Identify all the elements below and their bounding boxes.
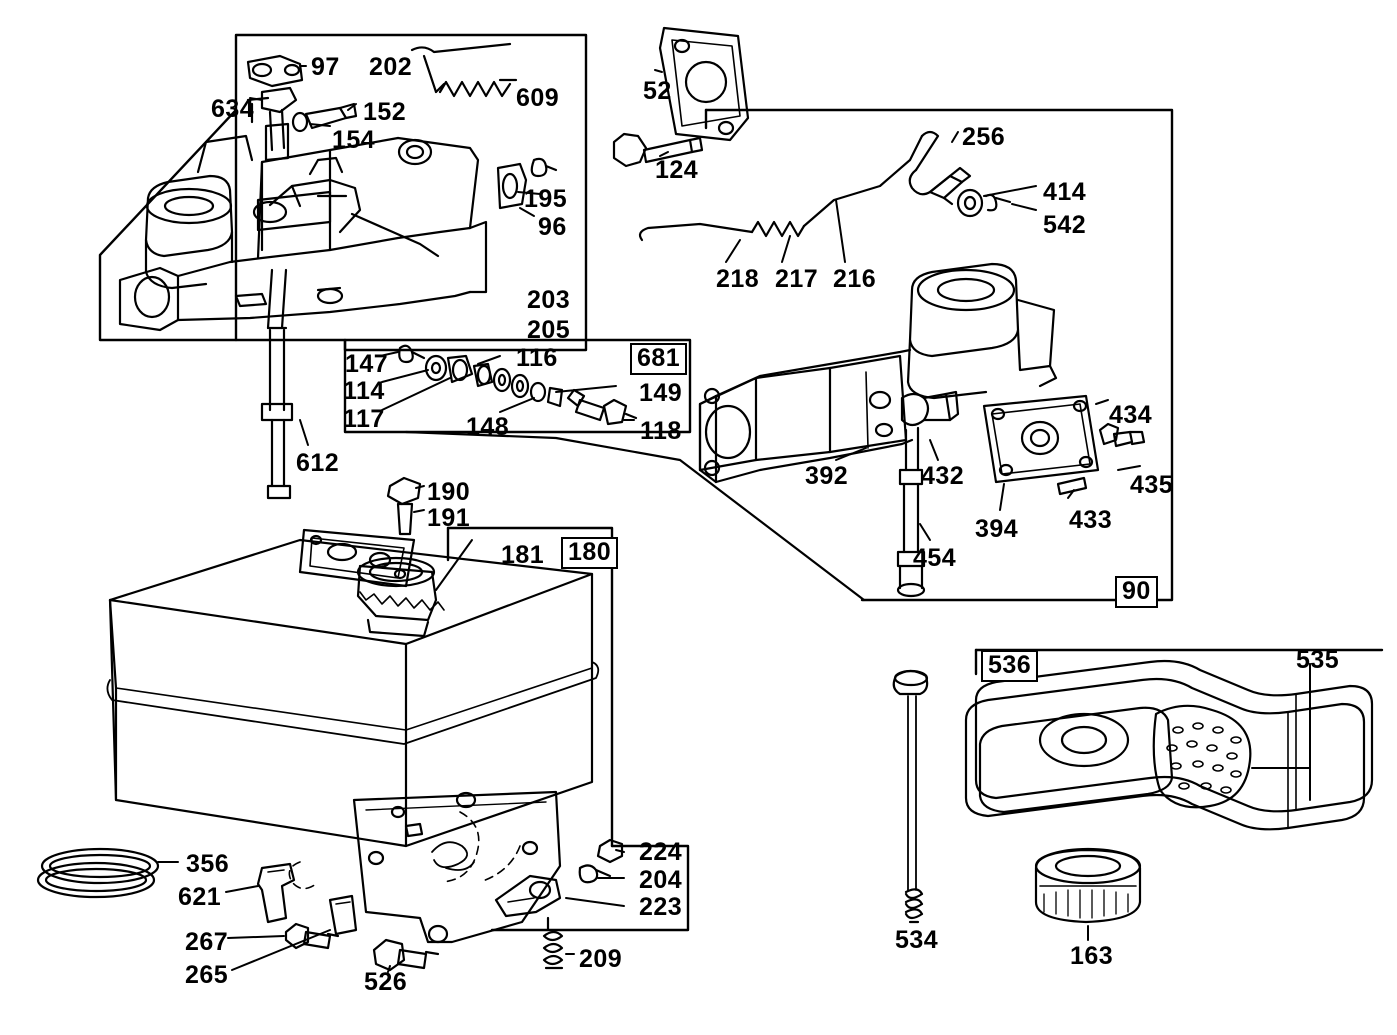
callout-612: 612 bbox=[296, 449, 340, 477]
callout-114: 114 bbox=[343, 377, 385, 405]
callout-204: 204 bbox=[639, 866, 683, 894]
callout-190: 190 bbox=[427, 478, 471, 506]
callout-124: 124 bbox=[655, 156, 699, 184]
callout-163: 163 bbox=[1070, 942, 1114, 970]
callout-217: 217 bbox=[775, 265, 819, 293]
callout-97: 97 bbox=[311, 53, 340, 81]
callout-267: 267 bbox=[185, 928, 229, 956]
callout-205: 205 bbox=[527, 316, 571, 344]
group-box-536: 536 bbox=[981, 650, 1039, 682]
callout-117: 117 bbox=[343, 405, 385, 433]
callout-432: 432 bbox=[921, 462, 965, 490]
callout-526: 526 bbox=[364, 968, 408, 996]
callout-434: 434 bbox=[1109, 401, 1153, 429]
callout-433: 433 bbox=[1069, 506, 1113, 534]
callout-216: 216 bbox=[833, 265, 877, 293]
callout-203: 203 bbox=[527, 286, 571, 314]
callout-195: 195 bbox=[524, 185, 568, 213]
callout-534: 534 bbox=[895, 926, 939, 954]
callout-392: 392 bbox=[805, 462, 849, 490]
callout-634: 634 bbox=[211, 95, 255, 123]
callout-154: 154 bbox=[332, 126, 376, 154]
callout-209: 209 bbox=[579, 945, 623, 973]
callout-152: 152 bbox=[363, 98, 407, 126]
callout-191: 191 bbox=[427, 504, 471, 532]
callout-394: 394 bbox=[975, 515, 1019, 543]
group-box-180: 180 bbox=[561, 537, 619, 569]
callout-96: 96 bbox=[538, 213, 567, 241]
callout-149: 149 bbox=[639, 379, 683, 407]
callout-454: 454 bbox=[913, 544, 957, 572]
callout-148: 148 bbox=[466, 413, 510, 441]
callout-535: 535 bbox=[1296, 646, 1340, 674]
callout-621: 621 bbox=[178, 883, 222, 911]
callout-52: 52 bbox=[643, 77, 672, 105]
callout-224: 224 bbox=[639, 838, 683, 866]
callout-265: 265 bbox=[185, 961, 229, 989]
callout-256: 256 bbox=[962, 123, 1006, 151]
callout-118: 118 bbox=[640, 417, 682, 445]
callout-356: 356 bbox=[186, 850, 230, 878]
callout-542: 542 bbox=[1043, 211, 1087, 239]
callout-609: 609 bbox=[516, 84, 560, 112]
callout-181: 181 bbox=[501, 541, 545, 569]
callout-414: 414 bbox=[1043, 178, 1087, 206]
group-box-681: 681 bbox=[630, 343, 688, 375]
callout-435: 435 bbox=[1130, 471, 1174, 499]
callout-218: 218 bbox=[716, 265, 760, 293]
group-box-90: 90 bbox=[1115, 576, 1158, 608]
callout-202: 202 bbox=[369, 53, 413, 81]
callout-116: 116 bbox=[516, 344, 558, 372]
callout-223: 223 bbox=[639, 893, 683, 921]
callout-147: 147 bbox=[345, 350, 389, 378]
